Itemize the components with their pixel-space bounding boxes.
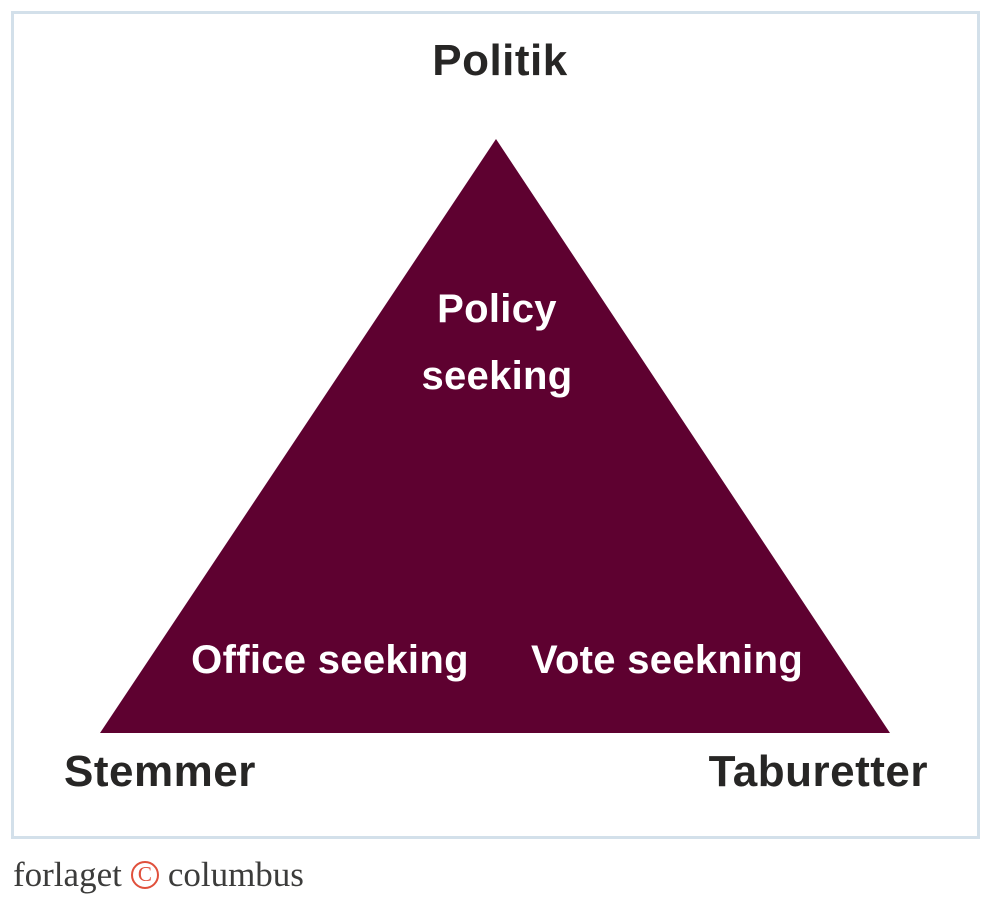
office-seeking-label: Office seeking [191,638,469,682]
publisher-credit: forlaget C columbus [13,855,304,895]
bottom-left-axis-label: Stemmer [64,747,256,796]
triangle-shape [100,139,890,733]
bottom-right-axis-label: Taburetter [708,747,928,796]
copyright-icon: C [130,861,159,889]
publisher-prefix: forlaget [13,855,122,894]
apex-axis-label: Politik [432,36,568,85]
vote-seeking-label: Vote seekning [530,638,804,682]
party-goals-triangle [100,139,890,733]
publisher-suffix: columbus [167,855,304,894]
policy-seeking-label: Policy seeking [421,287,573,398]
